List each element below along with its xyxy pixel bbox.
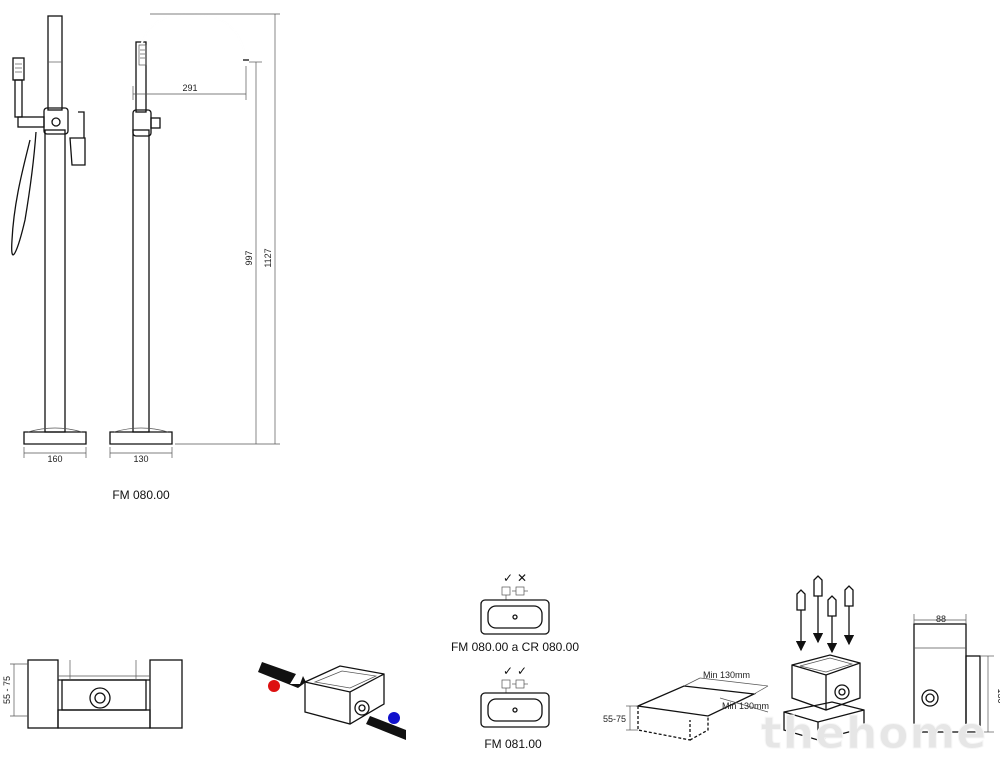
variant-b-caption: FM 081.00 <box>484 737 542 751</box>
watermark-logo: thehome <box>761 708 987 759</box>
floor-niche-detail: Min 130mm Min 130mm 55-75 <box>603 670 769 741</box>
spout-reach: 291 <box>182 83 197 93</box>
faucet-side-view: 160 <box>11 15 87 464</box>
main-model-caption: FM 080.00 <box>112 488 170 502</box>
install-depth: 55 - 75 <box>2 676 12 704</box>
variant-a: ✓ ✕ FM 080.00 a CR 080.00 <box>451 571 579 654</box>
variant-a-mark-2: ✕ <box>517 571 527 585</box>
niche-min-2: Min 130mm <box>722 701 769 711</box>
floor-section-detail: 55 - 75 <box>2 659 183 729</box>
base-width-left: 160 <box>47 454 62 464</box>
niche-min-1: Min 130mm <box>703 670 750 680</box>
variant-b: ✓ ✓ FM 081.00 <box>480 664 550 751</box>
height-outlet: 997 <box>244 250 254 265</box>
variant-a-mark-1: ✓ <box>503 571 513 585</box>
height-total: 1127 <box>263 248 273 267</box>
cold-water-dot <box>388 712 400 724</box>
box-height: 130 <box>996 688 1000 703</box>
bolt-mounting-detail <box>783 575 865 741</box>
faucet-front-view: 130 291 997 1127 <box>109 12 280 464</box>
variant-b-mark-1: ✓ <box>503 664 513 678</box>
base-width-right: 130 <box>133 454 148 464</box>
niche-depth: 55-75 <box>603 714 626 724</box>
box-front-view: 88 130 <box>913 614 1000 733</box>
variant-a-caption: FM 080.00 a CR 080.00 <box>451 640 579 654</box>
connection-box-detail <box>258 662 406 740</box>
hot-water-dot <box>268 680 280 692</box>
variant-b-mark-2: ✓ <box>517 664 527 678</box>
box-width: 88 <box>936 614 946 624</box>
